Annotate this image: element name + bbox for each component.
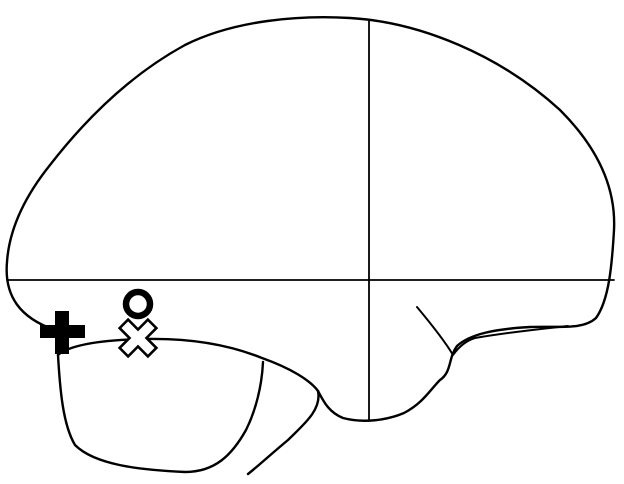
circle-marker-icon: [126, 292, 150, 316]
plus-marker-icon: [40, 311, 85, 354]
cerebrum-outline: [7, 17, 615, 421]
temporal-lobe-outline: [58, 339, 319, 474]
temporal-lobe-lower-outline: [58, 355, 263, 472]
